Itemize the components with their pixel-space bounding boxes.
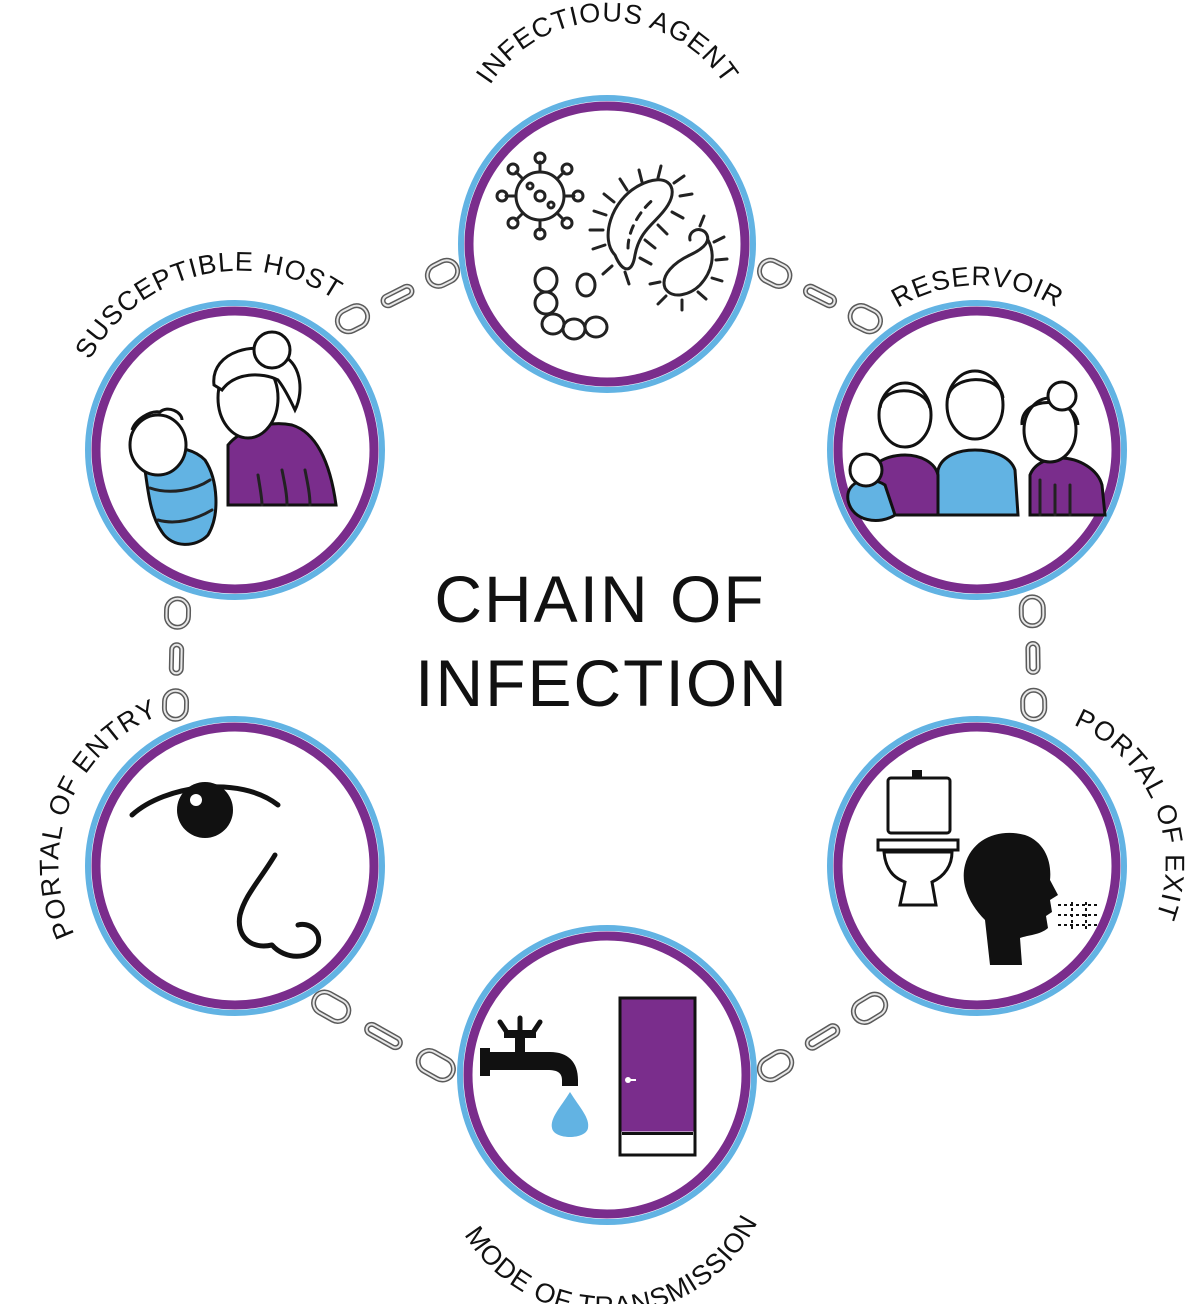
chain-link [1025, 641, 1041, 675]
chain-link-highlight [170, 643, 183, 675]
diagram-title: CHAIN OF INFECTION [415, 562, 789, 720]
chain-links [161, 257, 1048, 1083]
node-mode-of-transmission: MODE OF TRANSMISSION [457, 925, 763, 1304]
chain-link-highlight [852, 993, 887, 1024]
chain-entry-to-host [161, 596, 192, 722]
chain-link [804, 1023, 841, 1051]
title-line-2: INFECTION [415, 646, 789, 720]
microbes-icon [495, 151, 729, 341]
node-reservoir: RESERVOIR [827, 261, 1127, 600]
chain-link [168, 642, 185, 676]
chain-agent-to-reservoir [756, 257, 884, 335]
chain-link-highlight [1020, 595, 1045, 627]
chain-link-highlight [804, 285, 836, 307]
chain-link-highlight [165, 597, 190, 629]
elderly-and-baby-icon [128, 330, 338, 546]
chain-link-highlight [417, 1049, 455, 1082]
chain-link-highlight [758, 259, 791, 288]
title-line-1: CHAIN OF [434, 562, 765, 636]
chain-reservoir-to-exit [1018, 594, 1048, 722]
svg-text:INFECTIOUS AGENT: INFECTIOUS AGENT [470, 0, 744, 89]
chain-link-highlight [758, 1050, 793, 1081]
chain-link-highlight [163, 689, 188, 721]
node-susceptible-host: SUSCEPTIBLE HOST [69, 247, 385, 600]
chain-link-highlight [1021, 689, 1046, 721]
chain-link [364, 1021, 403, 1051]
chain-link-highlight [806, 1024, 839, 1050]
chain-link-highlight [312, 990, 350, 1023]
tap-and-door-icon [480, 996, 697, 1157]
chain-link-highlight [426, 259, 459, 288]
chain-link-highlight [365, 1023, 402, 1049]
chain-link-highlight [1026, 642, 1040, 674]
chain-mode-to-entry [311, 989, 456, 1083]
node-infectious-agent: INFECTIOUS AGENT [458, 0, 756, 393]
toilet-and-cough-icon [876, 770, 1098, 965]
chain-host-to-agent [334, 257, 461, 335]
chain-link-highlight [382, 285, 413, 307]
people-group-icon [846, 369, 1107, 522]
node-portal-of-exit: PORTAL OF EXIT [827, 703, 1189, 1016]
chain-link-highlight [849, 304, 882, 333]
eye-and-nose-icon [129, 782, 322, 959]
chain-exit-to-mode [756, 991, 889, 1083]
label-infectious-agent: INFECTIOUS AGENT [470, 0, 743, 89]
chain-link-highlight [336, 304, 369, 333]
node-portal-of-entry: PORTAL OF ENTRY [34, 693, 385, 1016]
